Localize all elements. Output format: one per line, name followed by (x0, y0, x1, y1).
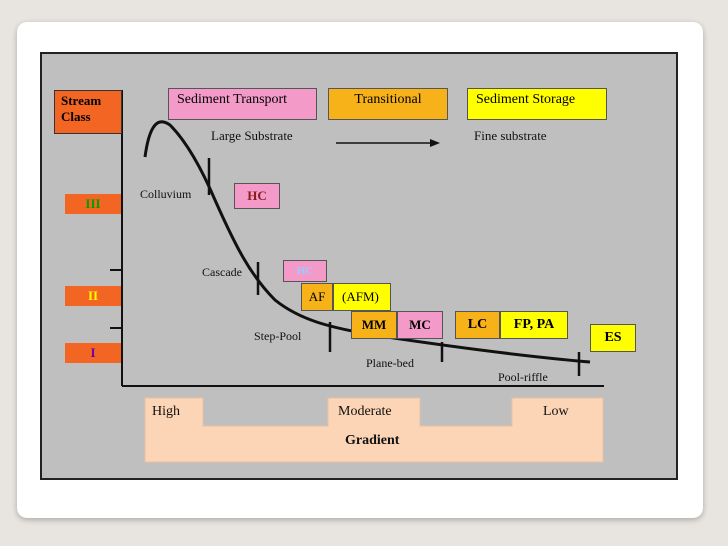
zone-sediment-storage: Sediment Storage (467, 88, 607, 120)
box-mc-label: MC (409, 317, 431, 332)
stream-class-header-text: Stream Class (61, 93, 102, 124)
box-hc-upper-label: HC (247, 188, 267, 203)
stream-class-header: Stream Class (54, 90, 122, 134)
box-lc: LC (455, 311, 500, 339)
box-afm-label: (AFM) (342, 289, 379, 304)
stream-class-3: III (65, 194, 121, 214)
zone-sediment-storage-label: Sediment Storage (476, 92, 576, 107)
gradient-low: Low (543, 404, 569, 419)
box-lc-label: LC (467, 317, 488, 332)
box-mc: MC (397, 311, 443, 339)
segment-step-pool: Step-Pool (254, 329, 302, 343)
box-mm-label: MM (361, 317, 387, 332)
box-es-label: ES (604, 330, 622, 345)
box-af-label: AF (308, 289, 326, 304)
segment-colluvium: Colluvium (140, 187, 192, 201)
segment-pool-riffle: Pool-riffle (498, 370, 548, 384)
gradient-title: Gradient (345, 433, 400, 448)
zone-sediment-transport: Sediment Transport (168, 88, 317, 120)
box-fp-pa: FP, PA (500, 311, 568, 339)
gradient-moderate: Moderate (338, 404, 392, 419)
fine-substrate-label: Fine substrate (474, 128, 547, 143)
large-substrate-label: Large Substrate (211, 128, 293, 143)
box-es: ES (590, 324, 636, 352)
segment-plane-bed: Plane-bed (366, 356, 414, 370)
substrate-arrow-head (430, 139, 440, 147)
segment-cascade: Cascade (202, 265, 242, 279)
zone-transitional: Transitional (328, 88, 448, 120)
gradient-curve (143, 120, 591, 364)
box-hc-lower: HC (283, 260, 327, 282)
zone-transitional-label: Transitional (354, 92, 422, 107)
box-hc-upper: HC (234, 183, 280, 209)
box-afm: (AFM) (333, 283, 391, 311)
box-hc-lower-label: HC (296, 265, 314, 277)
stream-class-3-label: III (85, 196, 101, 211)
gradient-high: High (152, 404, 180, 419)
box-af: AF (301, 283, 333, 311)
stream-class-1-label: I (90, 345, 96, 360)
zone-sediment-transport-label: Sediment Transport (177, 92, 288, 107)
stream-class-2: II (65, 286, 121, 306)
box-fp-pa-label: FP, PA (513, 317, 555, 332)
stream-class-1: I (65, 343, 121, 363)
gradient-band (144, 397, 604, 463)
box-mm: MM (351, 311, 397, 339)
stream-class-2-label: II (87, 288, 99, 303)
